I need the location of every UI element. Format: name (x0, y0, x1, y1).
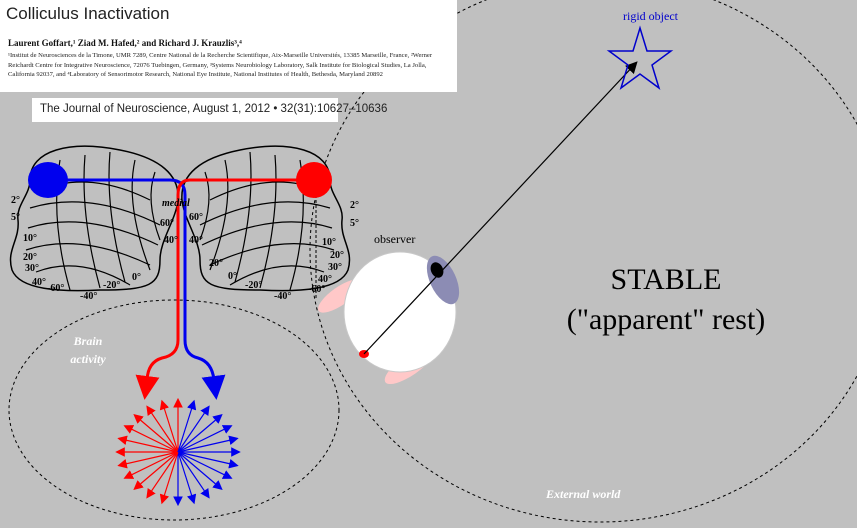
right-deg-label: 5° (350, 218, 359, 229)
saccade-vector (146, 451, 179, 499)
saccade-vector (177, 451, 223, 490)
saccade-vector (177, 405, 210, 453)
left-deg-label: 10° (23, 233, 37, 244)
saccade-vector (177, 399, 197, 453)
right-deg-label: 40° (189, 235, 203, 246)
right-deg-label: 20° (209, 258, 223, 269)
saccade-vector (177, 435, 239, 453)
saccade-vector (117, 451, 179, 469)
external-world-label: External world (546, 487, 621, 501)
rigid-object-label: rigid object (623, 9, 678, 23)
saccade-vector (177, 451, 210, 499)
left-deg-label: 20° (23, 252, 37, 263)
paper-title: Colliculus Inactivation (6, 4, 170, 23)
paper-affiliations: ¹Institut de Neurosciences de la Timone,… (8, 52, 433, 79)
saccade-vector (177, 451, 239, 469)
right-deg-label: 40° (318, 274, 332, 285)
red-site (296, 162, 332, 198)
right-deg-label: -60° (308, 284, 326, 295)
journal-citation: The Journal of Neuroscience, August 1, 2… (40, 103, 388, 115)
stable-line1: STABLE (610, 263, 722, 296)
saccade-vector (177, 414, 223, 453)
right-deg-label: 0° (228, 271, 237, 282)
stable-label: STABLE ("apparent" rest) (528, 260, 804, 340)
saccade-vector (123, 425, 179, 453)
left-deg-label: 2° (11, 195, 20, 206)
observer-label: observer (374, 232, 416, 246)
left-deg-label: 30° (25, 263, 39, 274)
paper-authors: Laurent Goffart,¹ Ziad M. Hafed,² and Ri… (8, 38, 242, 48)
right-deg-label: 30° (328, 262, 342, 273)
external-world-circle (309, 0, 857, 523)
stable-line2: ("apparent" rest) (566, 303, 766, 336)
saccade-vector (133, 414, 179, 453)
left-deg-label: 5° (11, 212, 20, 223)
saccade-vector (133, 451, 179, 490)
right-deg-label: 2° (350, 200, 359, 211)
left-deg-label: 60° (160, 218, 174, 229)
saccade-vector (146, 405, 179, 453)
left-colliculus-map (9, 145, 179, 292)
right-deg-label: 10° (322, 237, 336, 248)
observer-eye (318, 251, 460, 385)
right-deg-label: 20° (330, 250, 344, 261)
left-deg-label: -40° (80, 291, 98, 302)
right-deg-label: 60° (189, 212, 203, 223)
left-deg-label: 40° (32, 277, 46, 288)
right-deg-label: -40° (274, 291, 292, 302)
saccade-vector (159, 399, 179, 453)
saccade-vector (123, 451, 179, 479)
brain-activity-ellipse (8, 299, 340, 521)
brain-activity-label: Brain activity (70, 334, 106, 366)
right-deg-label: -20° (245, 280, 263, 291)
saccade-vector (177, 451, 197, 505)
red-pathway (135, 178, 314, 400)
rigid-object-star (606, 25, 674, 90)
line-of-sight (363, 61, 638, 355)
saccade-vector (159, 451, 179, 505)
left-deg-label: -60° (47, 283, 65, 294)
left-deg-label: 40° (164, 235, 178, 246)
blue-site (28, 162, 68, 198)
saccade-vector (117, 435, 179, 453)
journal-citation-box: The Journal of Neuroscience, August 1, 2… (32, 98, 387, 122)
saccade-vector (177, 451, 233, 479)
left-deg-label: 0° (132, 272, 141, 283)
paper-header: Colliculus Inactivation Laurent Goffart,… (0, 0, 457, 92)
vector-starburst (115, 397, 241, 507)
medial-label: medial (162, 198, 190, 209)
saccade-vector (177, 425, 233, 453)
left-deg-label: -20° (103, 280, 121, 291)
